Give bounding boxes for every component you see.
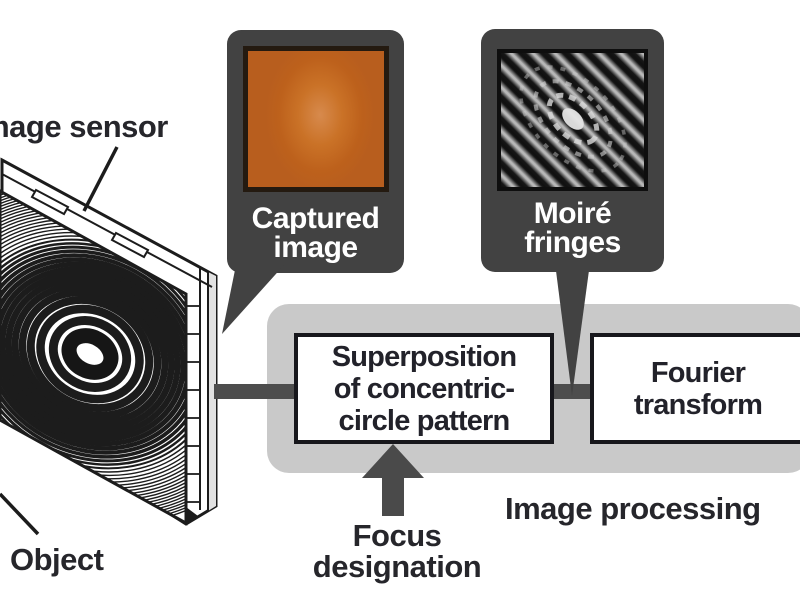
moire-label-line1: Moiré [533,197,612,230]
focus-label-line1: Focus [352,518,442,553]
captured-label-line1: Captured [251,202,380,235]
image-sensor-label: Image sensor [0,109,168,144]
fourier-transform-box: Fourier transform [590,333,800,444]
focus-designation-label: Focus designation [277,520,517,582]
moire-fringes-thumbnail [497,49,648,191]
captured-image-callout: Captured image [227,30,404,273]
fourier-line2: transform [633,388,763,421]
sensor-pixel-ticks [187,305,200,503]
moire-interference-rings [519,65,627,173]
superposition-line2: of concentric- [333,372,515,405]
captured-image-label: Captured image [227,202,404,264]
object-label: Object [10,542,104,577]
superposition-line1: Superposition [331,340,517,373]
connector-sensor-to-superposition [214,384,295,399]
connector-superposition-to-fourier [552,384,593,399]
image-processing-label: Image processing [505,491,761,526]
captured-label-line2: image [273,231,358,264]
moire-fringes-label: Moiré fringes [481,197,664,259]
fourier-line1: Fourier [650,356,746,389]
moire-fringes-callout: Moiré fringes [481,29,664,272]
captured-image-thumbnail [242,46,389,192]
focus-label-line2: designation [312,549,482,584]
superposition-line3: circle pattern [338,404,511,437]
moire-label-line2: fringes [524,226,621,259]
superposition-box: Superposition of concentric- circle patt… [294,333,554,444]
